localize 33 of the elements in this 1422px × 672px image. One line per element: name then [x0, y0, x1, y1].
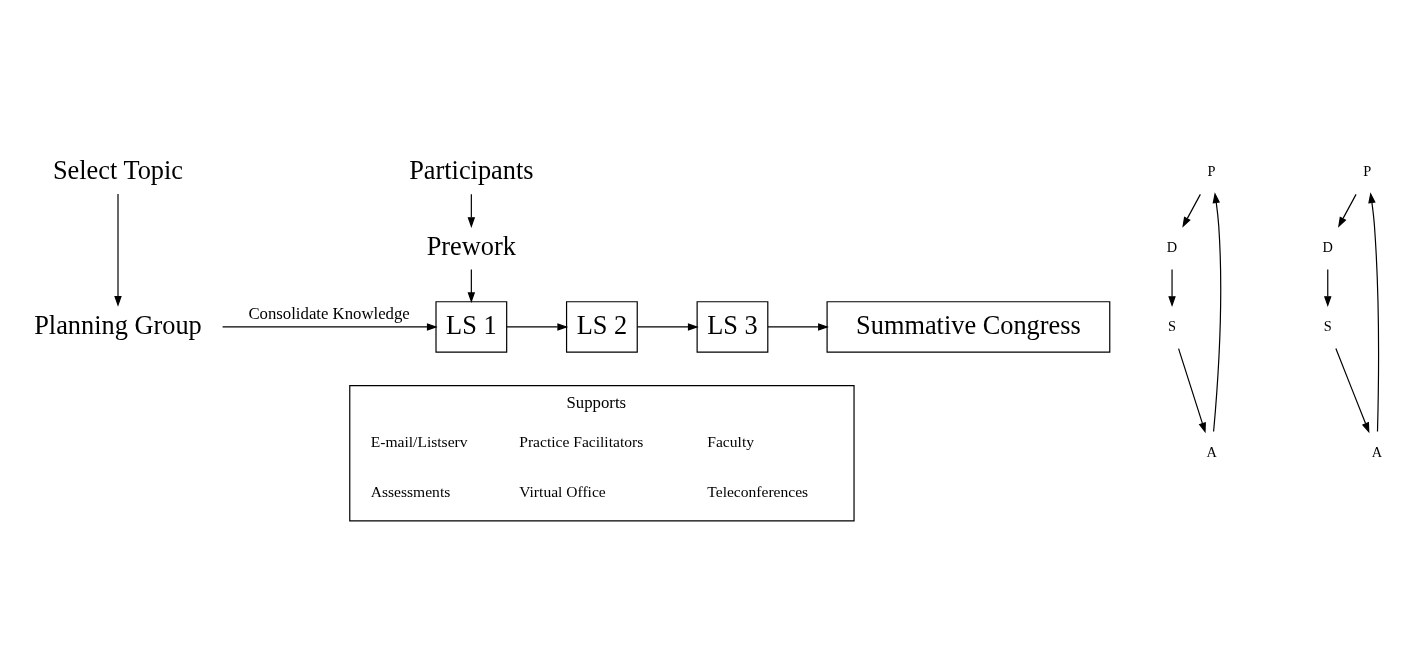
- node-text: A: [1371, 443, 1382, 460]
- node-box: LS 1: [434, 300, 507, 353]
- arrow: [1177, 347, 1206, 433]
- node-text: Planning Group: [33, 310, 202, 340]
- arrow: [467, 268, 475, 303]
- node-box: Supports E-mail/Listserv Practice Facilitators Faculty Assessments Virtual Office Teleconferences: [348, 384, 855, 522]
- arrow: [1323, 268, 1332, 307]
- arrow: [221, 322, 438, 331]
- node-text: Participants: [408, 155, 534, 185]
- arrow: [1337, 193, 1357, 228]
- node-text: Select Topic: [52, 155, 183, 185]
- arrow: [467, 193, 475, 228]
- node-text: D: [1166, 238, 1177, 255]
- node-box: LS 3: [696, 300, 768, 353]
- arrow: [1181, 193, 1201, 228]
- arrow: [505, 322, 568, 331]
- node-text: P: [1362, 162, 1371, 179]
- arrow: [636, 322, 699, 331]
- node-box: Summative Congress: [826, 300, 1110, 353]
- node-text: S: [1323, 317, 1332, 334]
- node-box: LS 2: [565, 300, 638, 353]
- node-text: D: [1322, 238, 1333, 255]
- node-text: S: [1167, 317, 1176, 334]
- arrow: [1367, 191, 1379, 432]
- node-text: Prework: [426, 231, 516, 261]
- edge-label: Consolidate Knowledge: [247, 303, 410, 323]
- arrow: [1334, 347, 1369, 433]
- arrow: [1212, 191, 1221, 432]
- arrow: [766, 322, 829, 331]
- node-text: P: [1207, 162, 1216, 179]
- node-text: A: [1205, 443, 1217, 460]
- arrow: [113, 193, 122, 307]
- arrow: [1167, 268, 1176, 307]
